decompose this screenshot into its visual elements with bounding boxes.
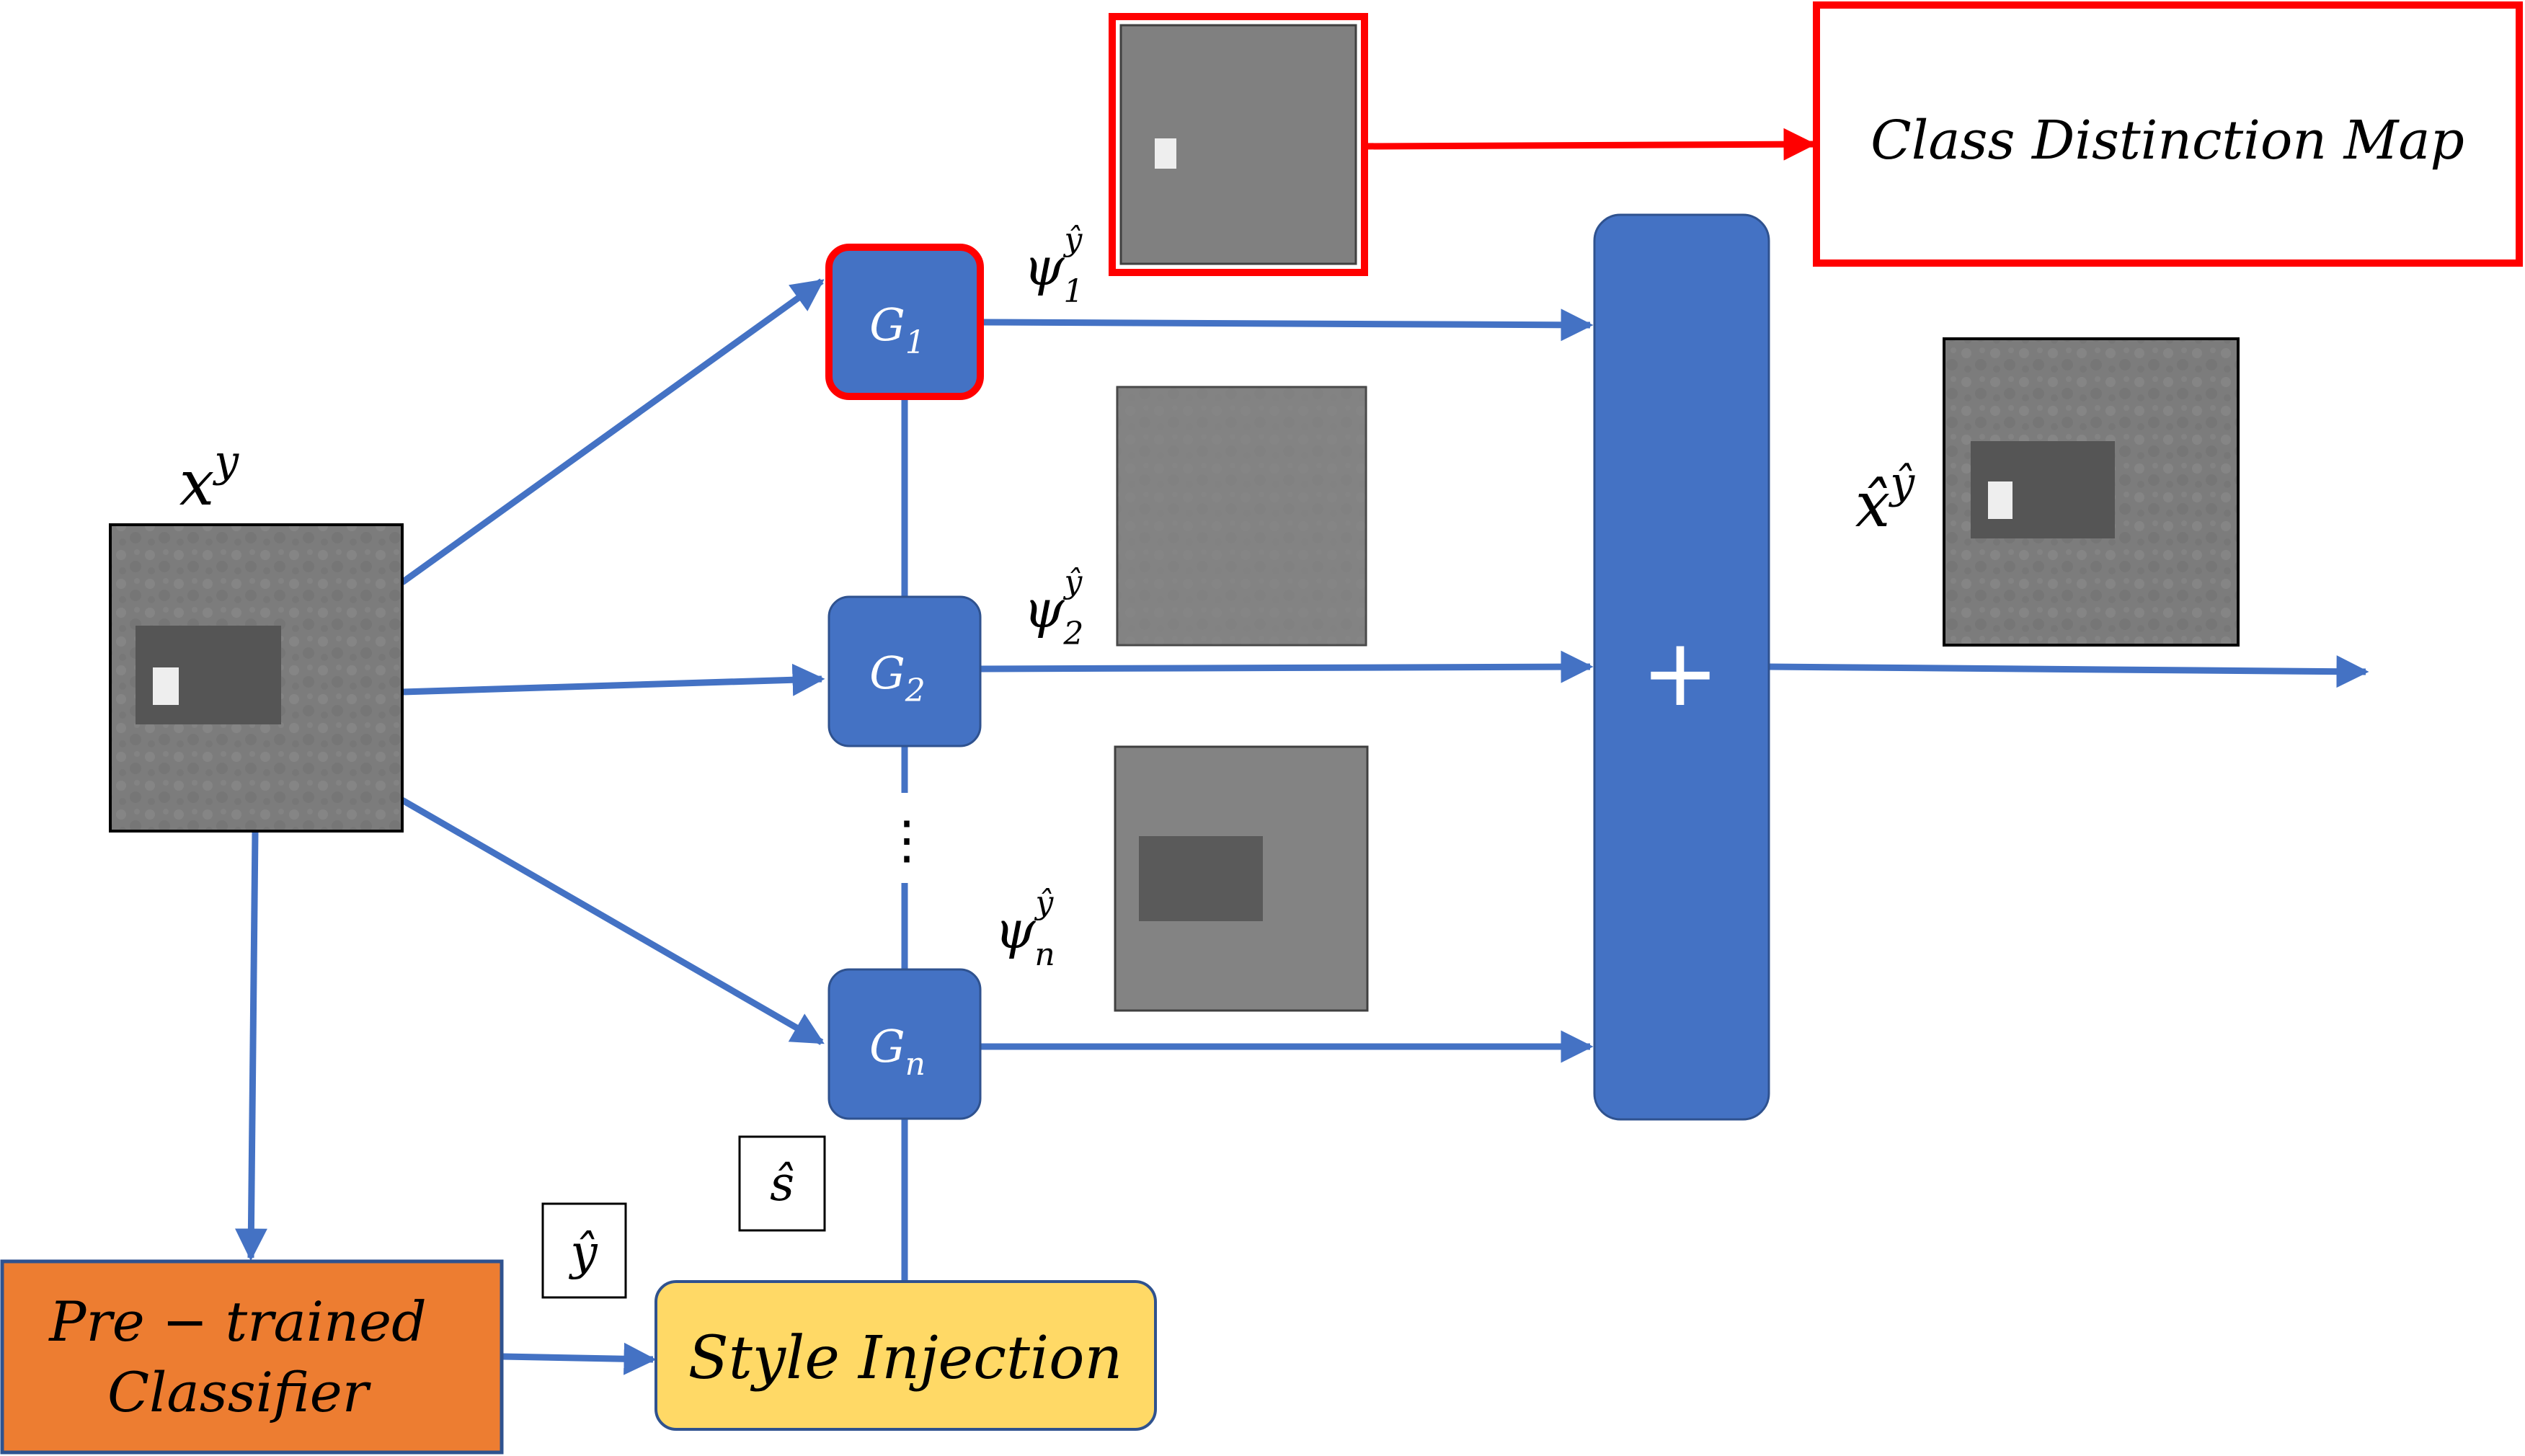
arrow-input-to-g1 — [400, 278, 825, 585]
s-hat-label: ŝ — [770, 1156, 794, 1212]
style-injection[interactable]: Style Injection — [654, 1280, 1157, 1431]
sum-block[interactable]: + — [1593, 213, 1770, 1121]
s-hat-box: ŝ — [738, 1135, 826, 1232]
generator-g2[interactable]: G2 — [827, 595, 982, 747]
psi-1-image — [1109, 13, 1368, 276]
input-light-patch — [153, 667, 179, 705]
connectors — [234, 278, 2369, 1375]
generator-gn[interactable]: Gn — [827, 968, 982, 1120]
output-light-patch — [1988, 481, 2013, 519]
input-label: xy — [179, 436, 240, 520]
output-image — [1943, 337, 2240, 647]
generator-ellipsis: ⋮ — [881, 809, 933, 870]
arrow-input-to-gn — [400, 797, 825, 1045]
y-hat-box: ŷ — [541, 1202, 627, 1299]
class-distinction-map-label: Class Distinction Map — [1871, 110, 2464, 172]
arrow-classifier-to-style — [502, 1342, 657, 1375]
svg-text:G2: G2 — [869, 647, 926, 709]
arrow-input-to-g2 — [401, 663, 825, 696]
class-distinction-map-box: Class Distinction Map — [1813, 1, 2523, 267]
arrow-g2-to-sum — [980, 650, 1594, 683]
y-hat-label: ŷ — [568, 1225, 598, 1280]
arrow-g1-to-sum — [980, 308, 1594, 342]
classifier-label-line2: Classifier — [107, 1360, 372, 1424]
psi-n-image — [1114, 745, 1369, 1012]
svg-text:G1: G1 — [869, 298, 926, 361]
output-label: x̂ŷ — [1855, 458, 1916, 541]
input-image — [109, 523, 404, 833]
svg-text:Gn: Gn — [869, 1020, 926, 1083]
generator-g1[interactable]: G1 — [825, 244, 984, 400]
classifier-label-line1: Pre − trained — [48, 1289, 427, 1354]
psi-2-image — [1116, 386, 1367, 647]
psi-n-dark-rect — [1139, 836, 1263, 921]
arrow-map-to-label — [1364, 128, 1816, 161]
arrow-input-to-classifier — [234, 832, 267, 1261]
style-injection-label: Style Injection — [688, 1324, 1123, 1393]
arrow-sum-to-output — [1768, 655, 2369, 688]
sum-plus-symbol: + — [1641, 618, 1720, 727]
pretrained-classifier[interactable]: Pre − trained Classifier — [0, 1259, 504, 1455]
psi-1-light-patch — [1155, 138, 1176, 169]
